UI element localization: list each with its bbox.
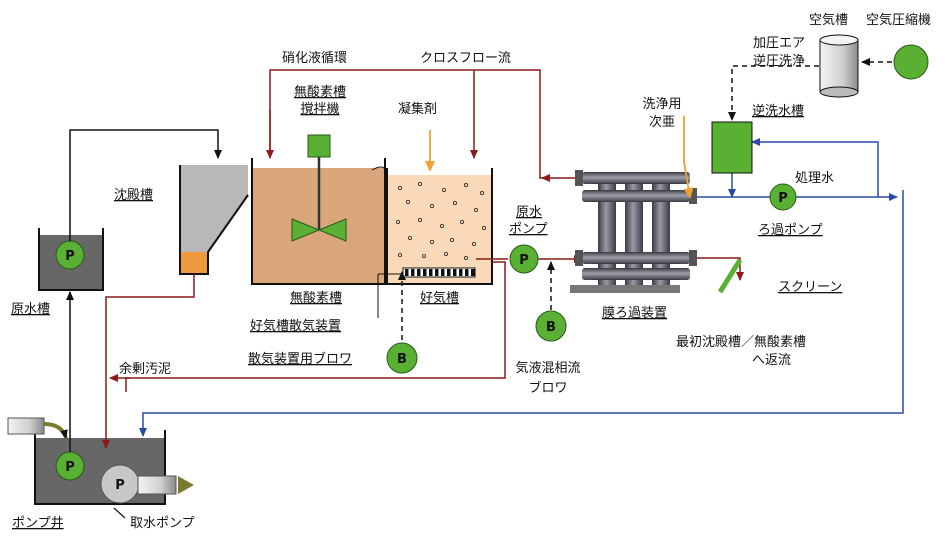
bubble: [441, 187, 446, 192]
backwash-tank: [711, 121, 753, 174]
diffuser-slot: [447, 269, 451, 276]
backwash-tank-label: 逆洗水槽: [752, 103, 804, 119]
hypochlorite-arrow: [683, 116, 694, 199]
settling-sludge-line: [102, 274, 195, 449]
screen: [717, 258, 743, 294]
bubble: [417, 181, 422, 186]
membrane-unit-label: 膜ろ過装置: [602, 306, 667, 321]
bubble: [449, 237, 454, 242]
diffuser-slot: [471, 269, 475, 276]
diffuser-slot: [435, 269, 439, 276]
aerobic-tank: [371, 166, 493, 285]
bubble: [473, 207, 478, 212]
bubble: [463, 182, 468, 187]
bubble: [429, 203, 434, 208]
air-tank-label: 空気槽: [809, 12, 848, 28]
air-compressor-label: 空気圧縮機: [866, 12, 931, 28]
gas-liquid-blower: [535, 310, 567, 342]
raw-tank-label: 原水槽: [11, 302, 50, 317]
pump-well-label: ポンプ井: [12, 516, 64, 531]
bubble: [471, 241, 476, 246]
bubble: [397, 185, 402, 190]
pressurized-air-line: [728, 65, 819, 121]
diffuser-blower: [386, 342, 418, 374]
feed-line: [69, 129, 222, 241]
diffuser-slot: [429, 269, 433, 276]
bubble: [405, 199, 410, 204]
raw-tank-pump-symbol: P: [65, 249, 75, 264]
diffuser-slot: [459, 269, 463, 276]
crossflow-label: クロスフロー流: [420, 51, 511, 66]
excess-sludge-line: [125, 261, 506, 392]
bubble: [417, 217, 422, 222]
aerobic-tank-label: 好気槽: [420, 290, 459, 306]
air-tank: [819, 34, 859, 98]
gas-liquid-blower-label: 気液混相流ブロワ: [515, 360, 580, 396]
diffuser-slot: [417, 269, 421, 276]
anoxic-tank: [251, 134, 386, 285]
bubble: [479, 190, 484, 195]
nitrified-recirc-label: 硝化液循環: [282, 51, 347, 66]
return-flow-line: [697, 257, 744, 281]
raw-water-pump-symbol: P: [519, 253, 529, 268]
pressurized-air-label: 加圧エア逆圧洗浄: [753, 36, 805, 69]
diffuser-slot: [423, 269, 427, 276]
bubble: [459, 219, 464, 224]
intake-pump-symbol: P: [115, 478, 125, 493]
air-compressor: [893, 44, 929, 80]
bubble: [463, 255, 468, 260]
gas-liquid-blower-symbol: B: [546, 320, 556, 335]
anoxic-mixer-label: 無酸素槽撹拌機: [294, 85, 346, 117]
bubble: [395, 219, 400, 224]
intake-pump-label: 取水ポンプ: [130, 516, 195, 531]
treated-water-return-line: [139, 190, 904, 437]
bubble: [481, 225, 486, 230]
treated-water-label: 処理水: [795, 171, 834, 186]
diffuser-blower-symbol: B: [397, 352, 407, 367]
pump-well-pump-symbol: P: [65, 460, 75, 475]
aerobic-diffuser: [405, 269, 475, 276]
settling-tank: [179, 165, 249, 275]
screen-label: スクリーン: [778, 280, 842, 295]
bubble: [443, 251, 448, 256]
coagulant-label: 凝集剤: [398, 101, 437, 117]
hypochlorite-label: 洗浄用次亜: [642, 97, 681, 130]
pump-well: P P: [7, 417, 194, 519]
aerobic-diffuser-label: 好気槽散気装置: [250, 318, 341, 334]
diffuser-slot: [405, 269, 409, 276]
aeration-bubbles: [395, 181, 486, 260]
settling-tank-label: 沈殿槽: [114, 188, 153, 203]
bubble: [429, 239, 434, 244]
raw-water-pump-label: 原水ポンプ: [509, 205, 548, 237]
bubble: [407, 235, 412, 240]
bubble: [439, 223, 444, 228]
raw-water-tank: P: [38, 228, 104, 291]
diffuser-slot: [411, 269, 415, 276]
anoxic-tank-label: 無酸素槽: [290, 291, 342, 306]
return-flow-label: 最初沈殿槽／無酸素槽へ返流: [676, 335, 806, 368]
diffuser-blower-label: 散気装置用ブロワ: [248, 351, 352, 367]
bubble: [452, 200, 457, 205]
bubble: [421, 253, 426, 258]
membrane-unit: [570, 170, 697, 293]
filtration-pump-label: ろ過ポンプ: [758, 223, 823, 238]
backwash-fill-line: [751, 138, 879, 197]
bubble: [397, 252, 402, 257]
excess-sludge-label: 余剰汚泥: [119, 361, 171, 377]
diffuser-slot: [453, 269, 457, 276]
filtration-pump-symbol: P: [778, 191, 788, 206]
diffuser-slot: [465, 269, 469, 276]
diffuser-slot: [441, 269, 445, 276]
